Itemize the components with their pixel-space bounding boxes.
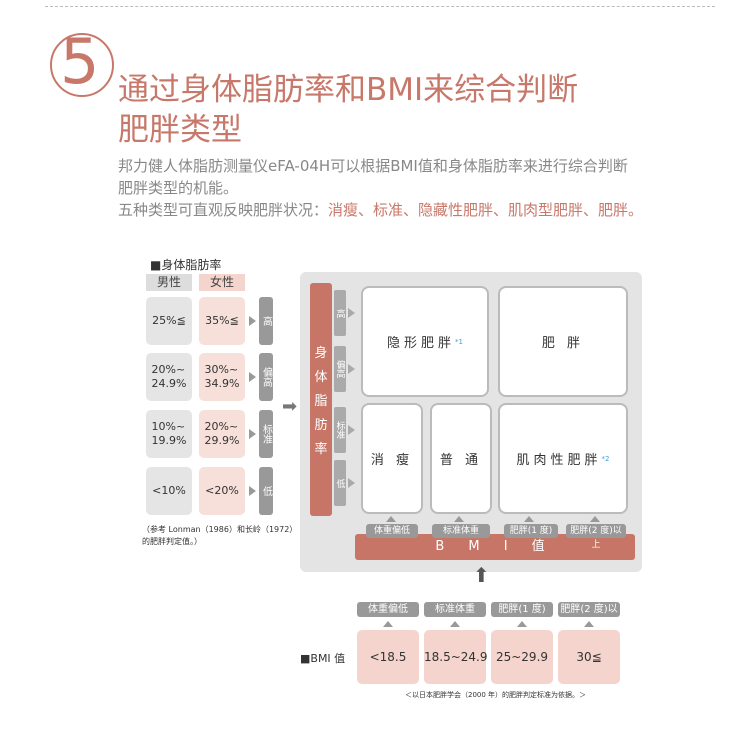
x-tag-obese-2: 肥胖(2 度)以上 [566,524,626,550]
bmi-tag-obese-1: 肥胖(1 度) [491,602,553,617]
y-level-standard: 标准 [334,407,346,453]
y-axis-char: 率 [314,442,328,457]
box-muscle-obesity: 肌肉性肥胖*2 [498,403,628,514]
arrow-up-icon [454,516,464,522]
level-high: 高 [259,297,273,345]
bmi-value-standard: 18.5~24.9 [424,630,488,684]
title-line-2: 肥胖类型 [118,112,242,148]
arrow-up-icon: ⬆ [473,563,490,587]
footnote-1: *1 [455,337,463,346]
x-tag-standard-weight: 标准体重 [432,524,490,538]
y-axis-char: 脂 [314,394,328,409]
female-header: 女性 [199,274,245,291]
box-hidden-obesity: 隐形肥胖*1 [361,286,489,397]
level-slightly-high: 偏高 [259,353,273,401]
y-axis-char: 肪 [314,418,328,433]
male-cell-high: 25%≦ [146,297,192,345]
arrow-right-icon [249,429,256,439]
bmi-value-obese-2: 30≦ [558,630,620,684]
male-cell-standard: 10%~ 19.9% [146,410,192,458]
arrow-right-icon [348,478,355,488]
legend-reference-note: （参考 Lonman（1986）和长岭（1972）的肥胖判定值。） [142,525,298,546]
arrow-right-icon [348,364,355,374]
box-normal: 普 通 [430,403,492,514]
arrow-right-icon [249,486,256,496]
step-number: 5 [60,25,100,98]
arrow-up-icon [524,516,534,522]
level-standard: 标准 [259,410,273,458]
y-level-low: 低 [334,460,346,506]
box-muscle-obesity-label: 肌肉性肥胖 [516,453,602,468]
arrow-up-icon [517,621,527,627]
bmi-value-obese-1: 25~29.9 [491,630,553,684]
box-obese: 肥 胖 [498,286,628,397]
male-cell-low: <10% [146,467,192,515]
y-axis-char: 身 [314,346,328,361]
x-axis-bar: B M I 值 [355,534,635,560]
desc-line-3: 五种类型可直观反映肥胖状况：消瘦、标准、隐藏性肥胖、肌肉型肥胖、肥胖。 [118,199,718,221]
x-tag-obese-1: 肥胖(1 度) [504,524,558,538]
bmi-tag-underweight: 体重偏低 [357,602,419,617]
box-hidden-obesity-label: 隐形肥胖 [387,336,456,351]
y-level-slightly-high: 偏高 [334,346,346,392]
female-cell-slightly-high: 30%~ 34.9% [199,353,245,401]
description: 邦力健人体脂肪测量仪eFA-04H可以根据BMI值和身体脂肪率来进行综合判断 肥… [118,155,718,221]
male-header: 男性 [146,274,192,291]
desc-line-2: 肥胖类型的机能。 [118,179,239,197]
y-axis-bar [310,283,332,516]
step-circle [50,33,114,97]
arrow-up-icon [450,621,460,627]
bmi-reference-note: ＜以日本肥胖学会（2000 年）的肥胖判定标准为依据。＞ [405,691,587,699]
arrow-up-icon [383,621,393,627]
arrow-up-icon [590,516,600,522]
box-thin: 消 瘦 [361,403,423,514]
bmi-tag-obese-2: 肥胖(2 度)以上 [558,602,620,630]
top-divider [45,6,715,7]
desc-types: 消瘦、标准、隐藏性肥胖、肌肉型肥胖、肥胖。 [328,201,644,219]
arrow-up-icon [584,621,594,627]
title-line-1: 通过身体脂肪率和BMI来综合判断 [118,72,579,108]
y-axis-char: 体 [314,370,328,385]
body-fat-legend-title: ■身体脂肪率 [150,258,222,272]
desc-prefix: 五种类型可直观反映肥胖状况： [118,201,329,219]
arrow-right-icon [249,316,256,326]
arrow-right-icon: ➡ [282,396,298,417]
desc-line-1: 邦力健人体脂肪测量仪eFA-04H可以根据BMI值和身体脂肪率来进行综合判断 [118,157,628,175]
arrow-right-icon [249,372,256,382]
footnote-2: *2 [601,454,610,463]
bmi-value-underweight: <18.5 [357,630,419,684]
arrow-right-icon [348,308,355,318]
bmi-label: ■BMI 值 [300,652,346,665]
female-cell-high: 35%≦ [199,297,245,345]
arrow-up-icon [386,516,396,522]
x-tag-underweight: 体重偏低 [366,524,418,538]
level-low: 低 [259,467,273,515]
y-level-high: 高 [334,290,346,336]
bmi-tag-standard: 标准体重 [424,602,486,617]
male-cell-slightly-high: 20%~ 24.9% [146,353,192,401]
female-cell-low: <20% [199,467,245,515]
arrow-right-icon [348,425,355,435]
female-cell-standard: 20%~ 29.9% [199,410,245,458]
page-title: 通过身体脂肪率和BMI来综合判断 肥胖类型 [118,70,678,150]
